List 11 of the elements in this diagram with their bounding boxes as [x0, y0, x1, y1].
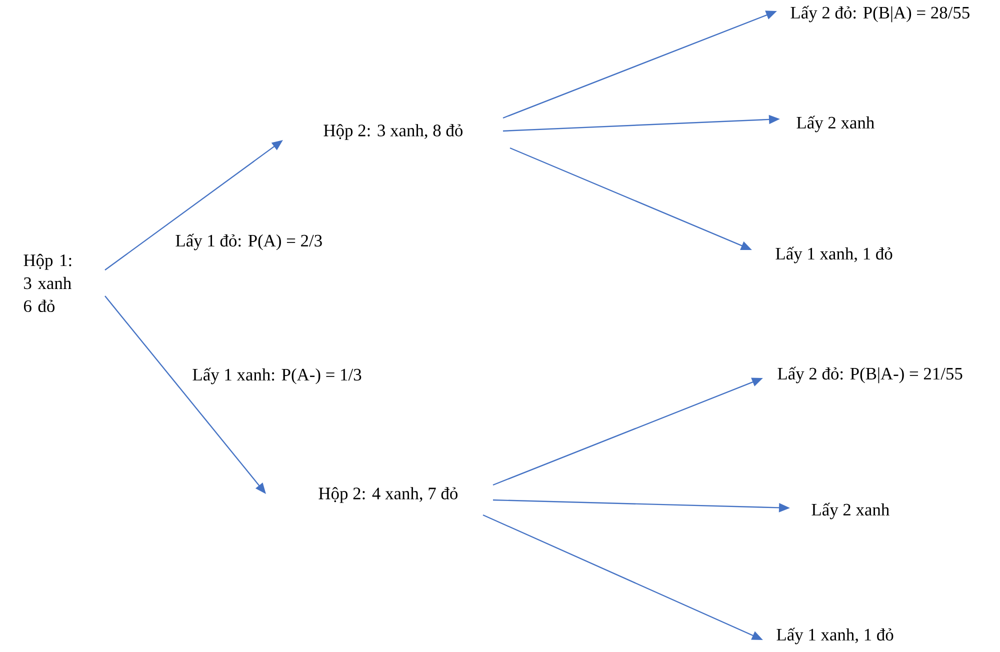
outcome-label: Lấy 2 xanh: [812, 502, 890, 520]
outcome-label: Lấy 2 đỏ: P(B|A-) = 21/55: [778, 366, 962, 384]
edge-label: Lấy 1 xanh: P(A-) = 1/3: [190, 366, 364, 386]
outcome-label: Lấy 2 xanh: [796, 116, 874, 132]
outcome-label: Lấy 2 đỏ: P(B|A) = 28/55: [790, 6, 970, 22]
stage-label: Hộp 2: 4 xanh, 7 đỏ: [318, 487, 458, 503]
stage-label: Hộp 2: 3 xanh, 8 đỏ: [324, 124, 462, 140]
outcome-label: Lấy 1 xanh, 1 đỏ: [776, 628, 894, 644]
outcome-label: Lấy 1 xanh, 1 đỏ: [776, 246, 892, 264]
edge-label: Lấy 1 đỏ: P(A) = 2/3: [173, 232, 325, 252]
stage-label: Hộp 1: 3 xanh 6 đỏ: [24, 254, 72, 312]
